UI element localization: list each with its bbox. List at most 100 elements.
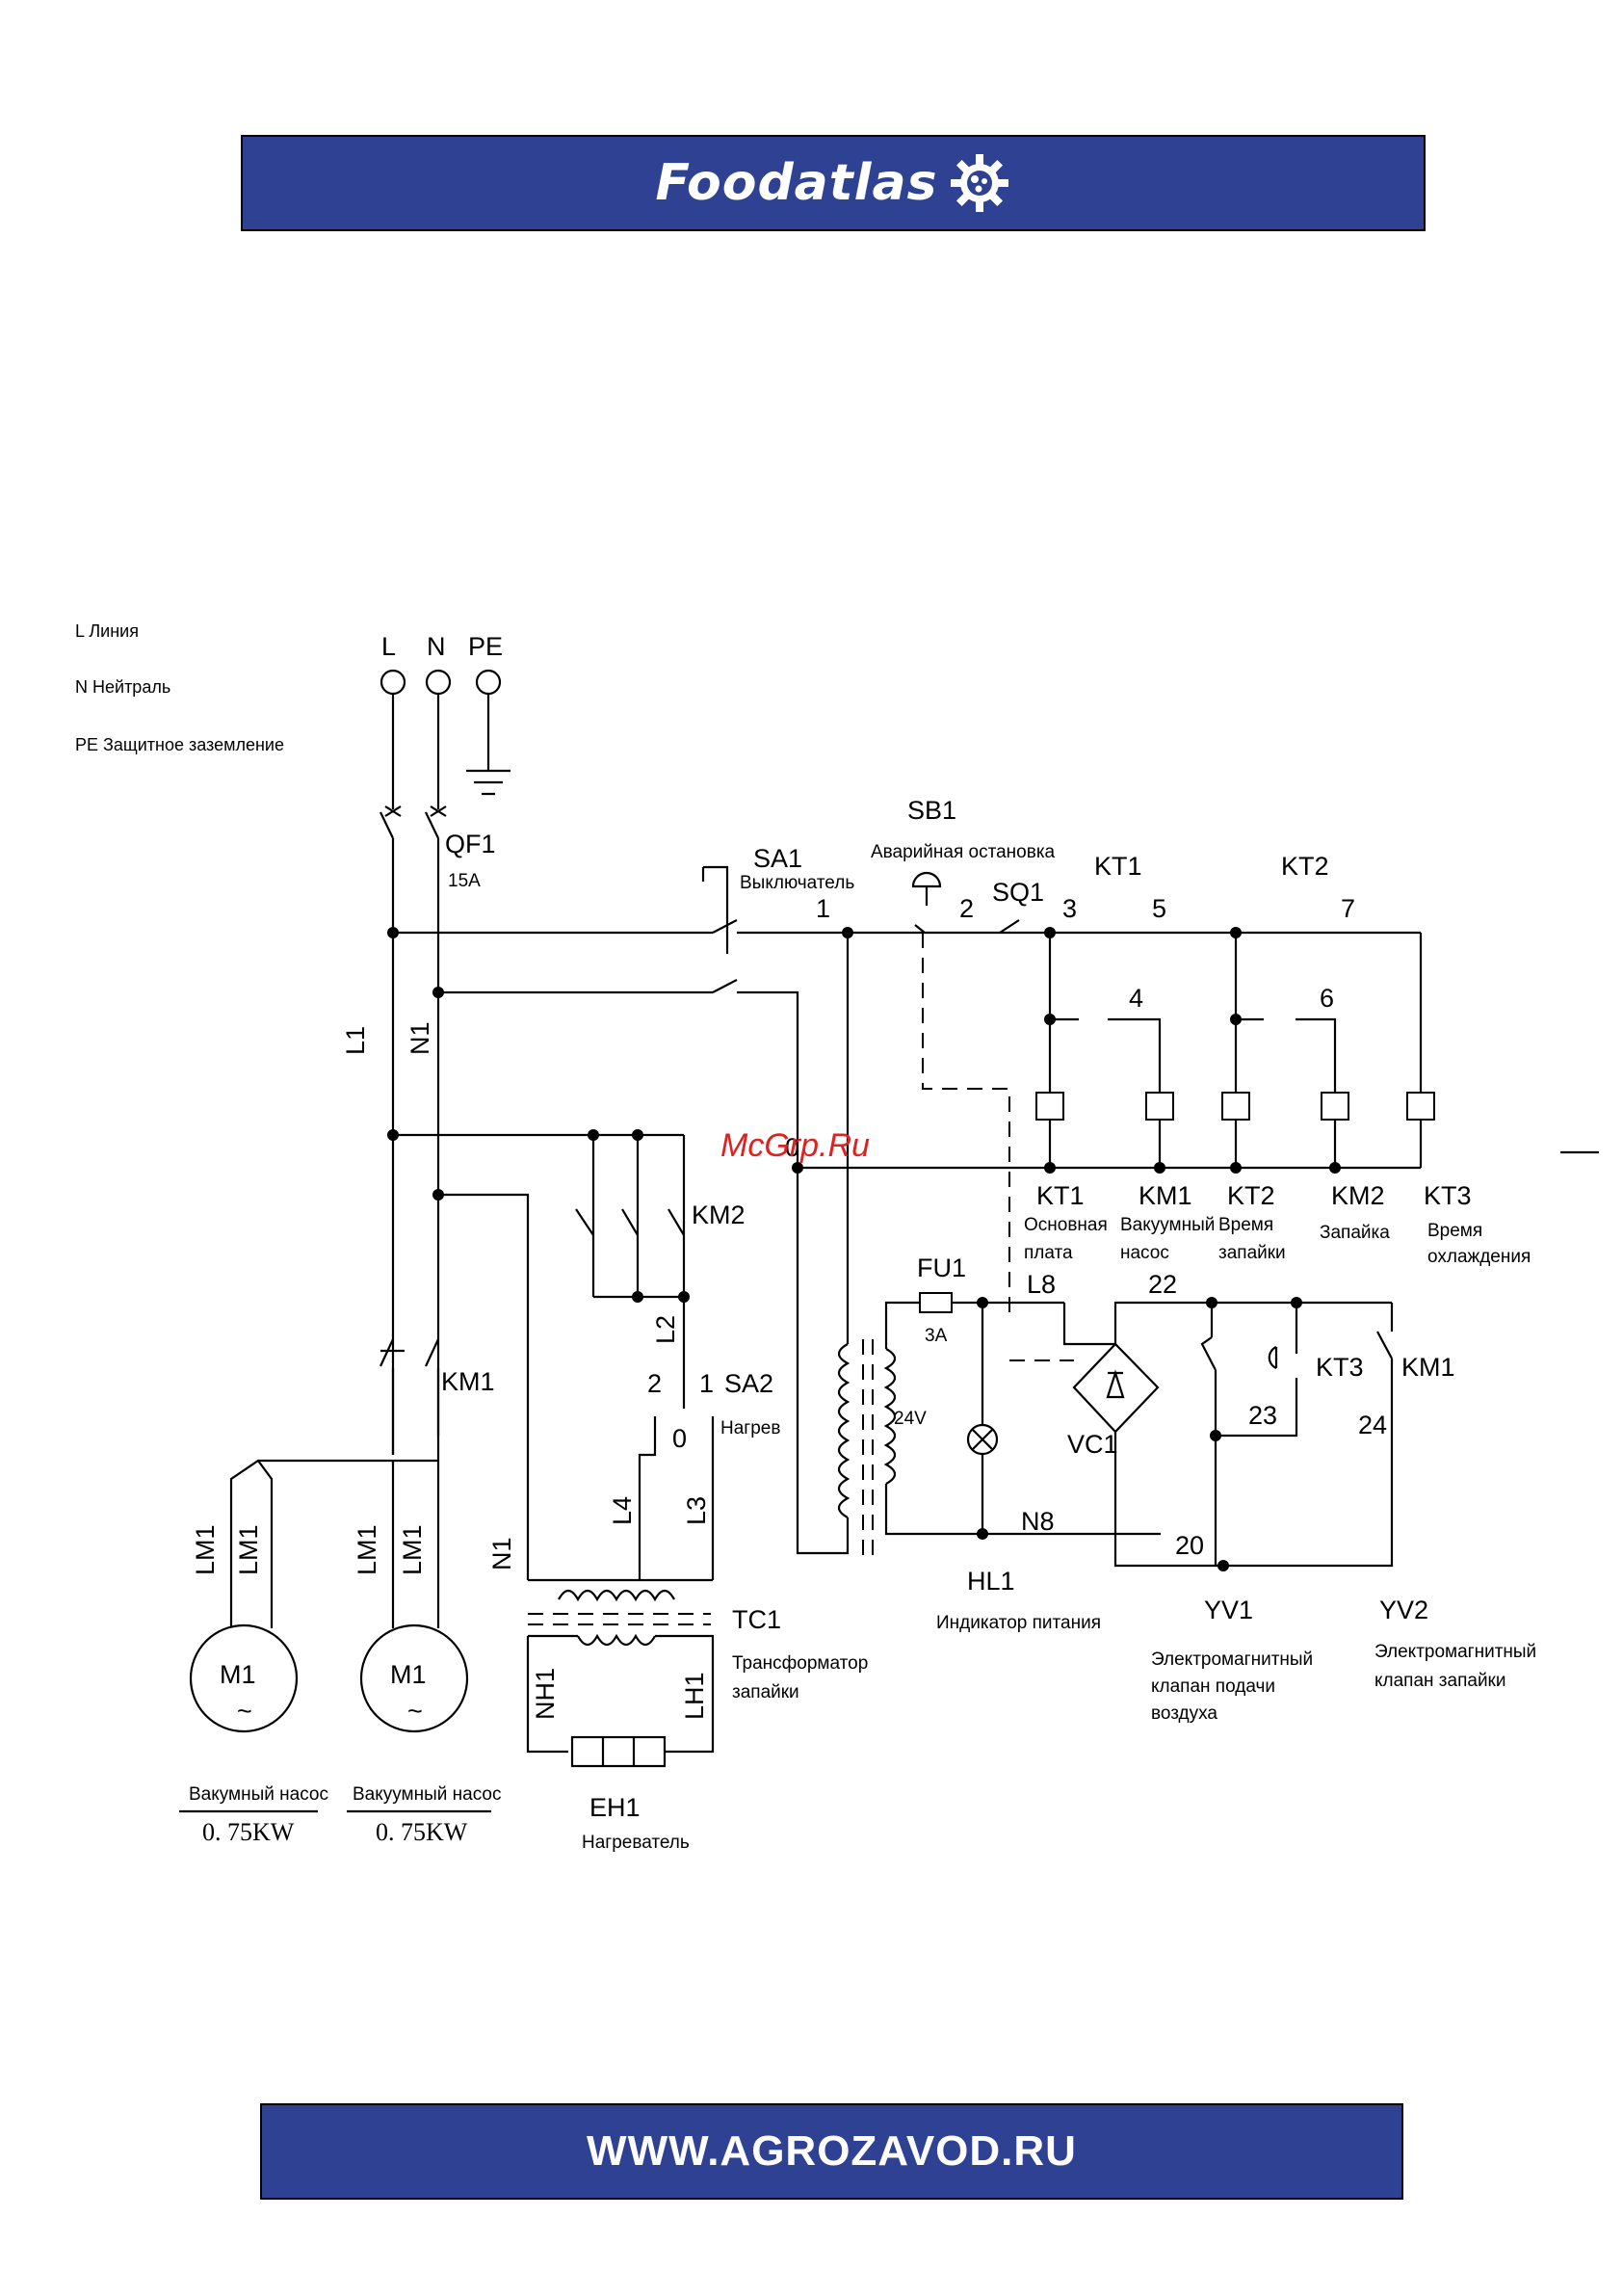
km2-heater-wiring (393, 1133, 715, 1582)
line-l2-label: L2 (651, 1315, 680, 1344)
hl1-name: Индикатор питания (936, 1613, 1101, 1633)
motor-1-ac: ~ (237, 1697, 252, 1726)
coil-kt3-id: KT3 (1424, 1181, 1472, 1210)
main-lines (380, 694, 447, 1461)
node-6-label: 6 (1320, 984, 1334, 1013)
motor-1 (189, 1623, 299, 1733)
coil-km1-id: KM1 (1139, 1181, 1192, 1210)
terminal-l (380, 669, 406, 696)
yv1-name2: клапан подачи (1151, 1676, 1275, 1697)
control-supply-wiring (393, 865, 1421, 1168)
fu1-label: FU1 (917, 1254, 966, 1282)
terminal-pe (475, 669, 502, 696)
tc1-label: TC1 (732, 1605, 781, 1634)
control-transformer (796, 933, 1161, 1561)
line-l8-label: L8 (1027, 1270, 1056, 1299)
coil-kt3-desc: Время (1427, 1221, 1482, 1241)
coil-kt1-desc2: плата (1024, 1243, 1073, 1263)
ground-symbol (466, 694, 510, 796)
line-l1-label: L1 (341, 1026, 370, 1055)
sb1-name: Аварийная остановка (871, 842, 1056, 862)
sa2-pos0: 0 (672, 1424, 687, 1453)
emergency-stop-icon (911, 871, 942, 906)
coil-kt1-desc: Основная (1024, 1215, 1108, 1235)
coil-km1-desc2: насос (1120, 1243, 1169, 1263)
node-24-label: 24 (1358, 1411, 1387, 1439)
motor-2 (359, 1623, 469, 1733)
yv2-label: YV2 (1379, 1596, 1428, 1624)
node-7-label: 7 (1341, 894, 1355, 923)
kt2-top-label: KT2 (1281, 852, 1329, 881)
watermark: McGrp.Ru (720, 1127, 870, 1164)
header-banner: Foodatlas (241, 135, 1426, 231)
coil-kt2-desc2: запайки (1218, 1243, 1286, 1263)
tc1-name: Трансформатор (732, 1653, 868, 1674)
qf1-label: QF1 (445, 830, 496, 858)
yv2-name2: клапан запайки (1374, 1671, 1505, 1691)
motor-1-power: 0. 75KW (202, 1818, 295, 1846)
motor-1-id: M1 (220, 1660, 256, 1689)
motor-2-name: Вакуумный насос (353, 1784, 502, 1805)
node-3-label: 3 (1062, 894, 1077, 923)
node-22-label: 22 (1148, 1270, 1177, 1299)
kt3-contact-label: KT3 (1316, 1353, 1364, 1382)
sq1-label: SQ1 (992, 878, 1044, 907)
tc1-transformer (526, 1589, 715, 1768)
yv1-name: Электромагнитный (1151, 1649, 1313, 1670)
tc1-name2: запайки (732, 1682, 799, 1702)
gear-icon (951, 154, 1009, 212)
yv1-label: YV1 (1204, 1596, 1253, 1624)
eh1-name: Нагреватель (582, 1833, 690, 1853)
brand-logo-text: Foodatlas (655, 154, 938, 212)
yv2-name: Электромагнитный (1374, 1642, 1536, 1662)
line-l4-label: L4 (608, 1496, 637, 1525)
relay-coil-wiring (798, 933, 1423, 1170)
yv1-name3: воздуха (1151, 1703, 1217, 1724)
node-20-label: 20 (1175, 1531, 1204, 1560)
motor1-wire-a: LM1 (191, 1524, 220, 1575)
node-1-label: 1 (816, 894, 830, 923)
coil-km2-desc: Запайка (1320, 1223, 1390, 1243)
km1-main-label: KM1 (441, 1367, 495, 1396)
legend-neutral: N Нейтраль (75, 677, 171, 697)
terminal-n (425, 669, 452, 696)
junction-dots (387, 927, 1341, 1571)
sa2-pos1: 1 (699, 1369, 714, 1398)
website-url: WWW.AGROZAVOD.RU (587, 2127, 1077, 2175)
terminal-n-label: N (427, 632, 446, 661)
legend-ground: PE Защитное заземление (75, 735, 284, 754)
sa2-label: SA2 (724, 1369, 773, 1398)
line-n1b-label: N1 (487, 1537, 516, 1570)
hl1-label: HL1 (967, 1567, 1015, 1596)
node-23-label: 23 (1248, 1401, 1277, 1430)
motor-2-id: M1 (390, 1660, 427, 1689)
node-5-label: 5 (1152, 894, 1166, 923)
coil-boxes (1035, 1092, 1435, 1121)
sa1-label: SA1 (753, 844, 802, 873)
line-n1-label: N1 (406, 1021, 434, 1055)
eh1-label: EH1 (589, 1793, 641, 1822)
kt1-top-label: KT1 (1094, 852, 1142, 881)
coil-kt2-id: KT2 (1227, 1181, 1275, 1210)
motor-2-power: 0. 75KW (376, 1818, 468, 1846)
legend-line: L Линия (75, 621, 139, 641)
motor-2-ac: ~ (407, 1697, 423, 1726)
motor-wiring (229, 1459, 440, 1628)
km1-contact-label: KM1 (1401, 1353, 1455, 1382)
motor2-wire-b: LM1 (398, 1524, 427, 1575)
line-lh1-label: LH1 (680, 1672, 709, 1720)
node-2-label: 2 (959, 894, 974, 923)
line-n8-label: N8 (1021, 1507, 1055, 1536)
vc1-label: VC1 (1067, 1430, 1118, 1459)
terminal-l-label: L (381, 632, 396, 661)
qf1-rating: 15A (448, 871, 481, 891)
sa2-name: Нагрев (720, 1418, 780, 1438)
coil-kt1-id: KT1 (1036, 1181, 1085, 1210)
terminal-pe-label: PE (468, 632, 503, 661)
km2-label: KM2 (692, 1201, 746, 1229)
motor-1-name: Вакумный насос (189, 1784, 328, 1805)
coil-km1-desc: Вакуумный (1120, 1215, 1215, 1235)
coil-km2-id: KM2 (1331, 1181, 1385, 1210)
footer-banner: WWW.AGROZAVOD.RU (260, 2103, 1403, 2200)
node-4-label: 4 (1129, 984, 1143, 1013)
